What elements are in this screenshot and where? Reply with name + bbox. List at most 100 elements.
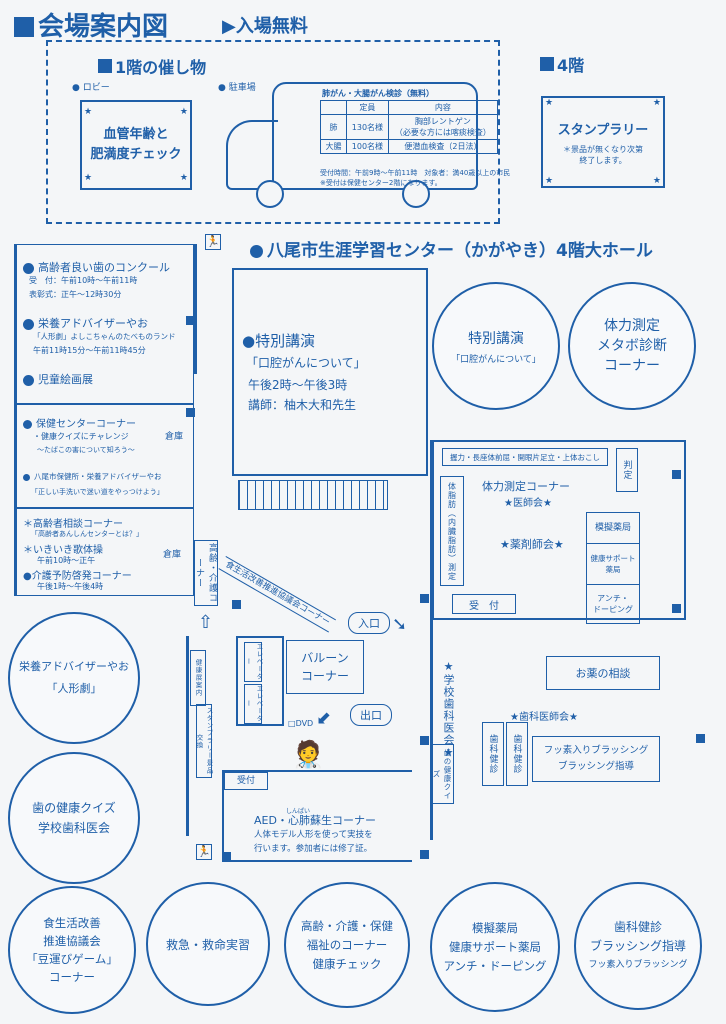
table-cell: 大腸 bbox=[320, 139, 347, 154]
aed-room: 受付 しんぱい AED・心肺蘇生コーナー 人体モデル人形を使って実技を 行います… bbox=[222, 770, 412, 862]
floor1-section: 1階の催し物 ● ロビー ● 駐車場 ★ ★ ★ ★ 血管年齢と 肥満度チェック… bbox=[46, 40, 510, 224]
contest-time1: 受 付：午前10時～午前11時 bbox=[29, 276, 138, 285]
aed-ruby: しんぱい bbox=[286, 808, 311, 815]
pillar bbox=[186, 408, 195, 417]
star-icon: ★ bbox=[84, 173, 93, 183]
judge-label: 判定 bbox=[616, 448, 638, 492]
lecture-circle-line2: 「口腔がんについて」 bbox=[451, 354, 541, 365]
parking-label: ● 駐車場 bbox=[218, 83, 256, 93]
nurse-text: 八尾市保健所・栄養アドバイザーやお bbox=[34, 472, 162, 481]
rescue-circle-text: 救急・救命実習 bbox=[165, 937, 250, 952]
page-title: 会場案内図 bbox=[14, 6, 168, 43]
table-header: 定員 bbox=[345, 100, 389, 115]
nutrition-label: 栄養アドバイザーやお bbox=[23, 315, 148, 331]
bus-wheel-rear bbox=[402, 180, 430, 208]
emergency-exit-icon-2: 🏃 bbox=[196, 844, 212, 860]
hall-title: 八尾市生涯学習センター（かがやき）4階大ホール bbox=[250, 236, 653, 261]
pharm-label: ★薬剤師会★ bbox=[500, 538, 564, 551]
pillar bbox=[672, 470, 681, 479]
quiz-line1: ・健康クイズにチャレンジ bbox=[33, 432, 129, 441]
screening-table: 定員 内容 肺 130名様 胸部レントゲン（必要な方には喀痰検査） 大腸 100… bbox=[320, 100, 499, 154]
aed-note1: 人体モデル人形を使って実技を bbox=[254, 830, 373, 840]
square-icon bbox=[540, 57, 554, 71]
dental-circle-line3: フッ素入りブラッシング bbox=[588, 959, 688, 970]
bullet-icon bbox=[250, 244, 263, 258]
stairs bbox=[238, 480, 388, 510]
support-pharm-line1: 健康サポート bbox=[590, 554, 636, 563]
dental-assoc-label: ★歯科医師会★ bbox=[510, 712, 578, 723]
left-room-3: ＊高齢者相談コーナー 「高齢者あんしんセンターとは？」 ＊いきいき歌体操 午前1… bbox=[14, 508, 194, 596]
wall-line bbox=[186, 636, 189, 836]
elderly-circle-line2: 福祉のコーナー bbox=[306, 937, 388, 952]
elderly-circle: 高齢・介護・保健 福祉のコーナー 健康チェック bbox=[284, 882, 410, 1008]
puppet-circle: 栄養アドバイザーやお 「人形劇」 bbox=[8, 612, 140, 744]
lobby-label: ● ロビー bbox=[72, 83, 110, 93]
pharmacy-circle-line2: 健康サポート薬局 bbox=[449, 939, 541, 954]
lecture-speaker: 講師：柚木大和先生 bbox=[248, 398, 357, 412]
dental-circle-line2: ブラッシング指導 bbox=[589, 938, 686, 953]
lobby-text: ロビー bbox=[82, 83, 110, 93]
bullet-icon bbox=[23, 473, 30, 481]
triangle-icon: ▶ bbox=[222, 16, 236, 37]
puppet-time: 午前11時15分～午前11時45分 bbox=[33, 346, 146, 355]
table-cell: 肺 bbox=[320, 114, 347, 140]
star-icon: ★ bbox=[545, 176, 554, 186]
emergency-exit-icon: 🏃 bbox=[205, 234, 221, 250]
floor4-title: 4階 bbox=[540, 52, 584, 76]
food-circle-line2: 推進協議会 bbox=[43, 934, 101, 948]
elderly-circle-line1: 高齢・介護・保健 bbox=[301, 918, 393, 933]
star-icon: ★ bbox=[179, 107, 188, 117]
storage-label: 倉庫 bbox=[165, 432, 184, 442]
storage-label-2: 倉庫 bbox=[163, 550, 182, 560]
entrance-label: 入口 bbox=[348, 612, 390, 634]
lobby-event-line2: 肥満度チェック bbox=[90, 147, 182, 162]
singing-label: ＊いきいき歌体操 bbox=[23, 545, 103, 556]
aed-title: AED・心肺蘇生コーナー bbox=[254, 814, 376, 827]
pharmacy-circle-line1: 模擬薬局 bbox=[472, 920, 518, 935]
star-icon: ★ bbox=[545, 98, 554, 108]
nurse-line2: 「正しい手洗いで迷い道をやっつけよう」 bbox=[31, 488, 164, 496]
food-circle-line3: 「豆運びゲーム」 bbox=[26, 952, 118, 966]
pillar bbox=[672, 604, 681, 613]
health-center-label: 保健センターコーナー bbox=[23, 415, 136, 430]
fluoride-line2: ブラッシング指導 bbox=[557, 761, 634, 772]
teeth-quiz-label: 歯の健康クイズ bbox=[430, 744, 454, 804]
guide-label: 健康展案内 bbox=[190, 650, 206, 706]
rescue-circle: 救急・救命実習 bbox=[146, 882, 270, 1006]
support-pharm-label: 健康サポート 薬局 bbox=[587, 544, 639, 585]
dental-check-2: 歯科健診 bbox=[506, 722, 528, 786]
stamp-note-line1: ＊景品が無くなり次第 bbox=[563, 144, 643, 154]
table-cell: 胸部レントゲン（必要な方には喀痰検査） bbox=[387, 114, 499, 140]
lobby-event-line1: 血管年齢と bbox=[103, 127, 169, 142]
fluoride-box: フッ素入りブラッシング ブラッシング指導 bbox=[532, 736, 660, 782]
square-icon bbox=[14, 17, 34, 37]
pillar bbox=[420, 736, 429, 745]
dental-circle-line1: 歯科健診 bbox=[613, 919, 662, 934]
pillar bbox=[696, 734, 705, 743]
nurse-line1: 八尾市保健所・栄養アドバイザーやお bbox=[23, 471, 162, 482]
lecture-time: 午後2時～午後3時 bbox=[248, 378, 348, 392]
bullet-icon bbox=[23, 419, 32, 429]
table-header: 内容 bbox=[387, 100, 499, 115]
cell-line2: （必要な方には喀痰検査） bbox=[394, 128, 491, 137]
bullet-icon bbox=[23, 318, 34, 330]
bullet-icon bbox=[23, 262, 34, 274]
lecture-circle-line1: 特別講演 bbox=[468, 330, 524, 347]
pharmacy-circle-line3: アンチ・ドーピング bbox=[443, 958, 547, 973]
hall-title-text: 八尾市生涯学習センター（かがやき）4階大ホール bbox=[267, 241, 653, 261]
bus-note2: ※受付は保健センター2階になります。 bbox=[320, 179, 442, 187]
exit-arrow-icon: ⬋ bbox=[316, 708, 332, 729]
consult-label: ＊高齢者相談コーナー bbox=[23, 519, 123, 530]
bullet-icon bbox=[23, 374, 34, 386]
pillar bbox=[186, 316, 195, 325]
puppet-circle-line2: 「人形劇」 bbox=[46, 682, 102, 695]
star-icon: ★ bbox=[84, 107, 93, 117]
contest-text: 高齢者良い歯のコンクール bbox=[38, 261, 170, 274]
bus-outline: 肺がん・大腸がん検診（無料） 定員 内容 肺 130名様 胸部レントゲン（必要な… bbox=[226, 76, 510, 208]
parking-text: 駐車場 bbox=[228, 83, 256, 93]
table-cell: 100名様 bbox=[345, 139, 389, 154]
singing-time: 午前10時～正午 bbox=[37, 556, 96, 565]
pillar bbox=[232, 600, 241, 609]
food-circle-line4: コーナー bbox=[49, 970, 95, 984]
dvd-text: DVD bbox=[295, 719, 314, 728]
